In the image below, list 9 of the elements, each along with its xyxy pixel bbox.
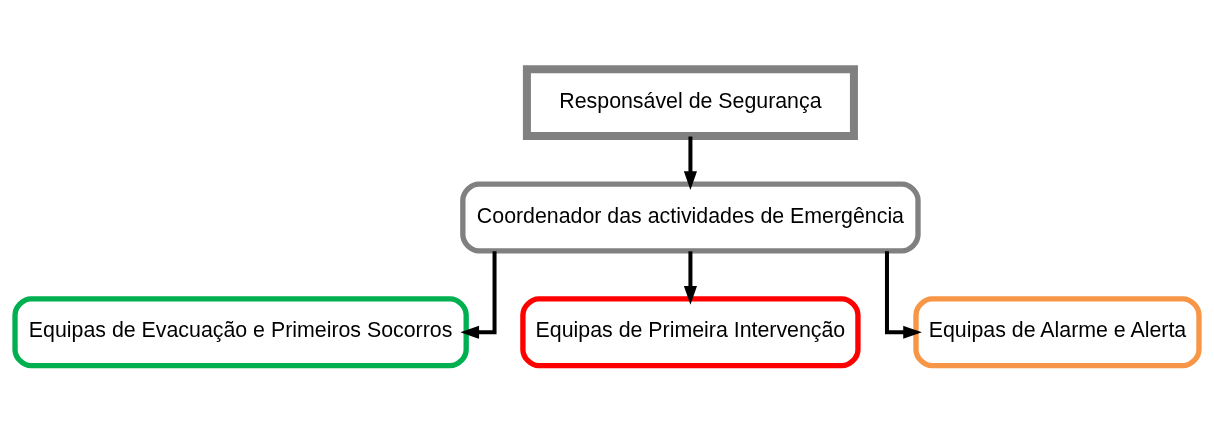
- arrow: [683, 136, 697, 190]
- arrow: [884, 251, 922, 339]
- arrow: [683, 251, 697, 305]
- node-box: Equipas de Primeira Intervenção: [520, 296, 861, 369]
- node-box: Equipas de Evacuação e Primeiros Socorros: [12, 296, 469, 369]
- arrow: [460, 251, 497, 339]
- node-box: Equipas de Alarme e Alerta: [913, 296, 1202, 369]
- node-box: Coordenador das actividades de Emergência: [460, 181, 921, 254]
- node-box: Responsável de Segurança: [522, 65, 858, 141]
